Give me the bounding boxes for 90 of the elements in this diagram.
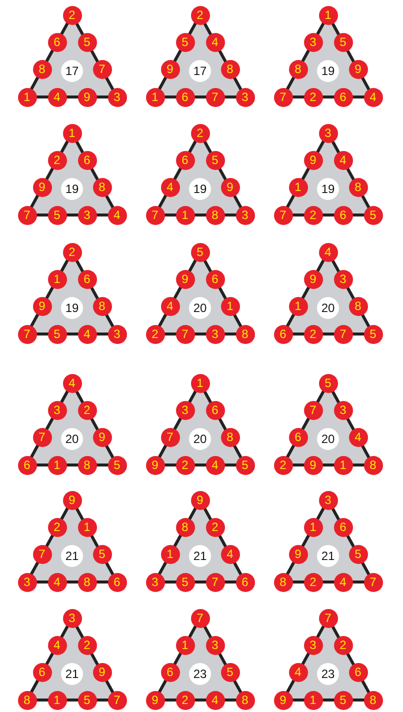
number-circle: 4: [48, 636, 66, 655]
number-circle: 8: [176, 518, 194, 537]
number-circle: 5: [364, 206, 382, 224]
number-circle: 7: [108, 690, 126, 710]
number-circle: 7: [318, 608, 338, 628]
number-circle: 7: [160, 428, 180, 448]
number-circle: 8: [364, 690, 382, 710]
number-circle: 9: [146, 456, 164, 474]
number-circle: 8: [236, 324, 254, 344]
number-circle: 3: [304, 32, 322, 52]
number-circle: 2: [190, 124, 210, 142]
number-circle: 5: [364, 324, 382, 344]
number-circle: 8: [364, 456, 382, 474]
number-circle: 9: [32, 297, 52, 316]
number-circle: 7: [274, 88, 292, 106]
number-circle: 7: [18, 324, 36, 344]
number-circle: 9: [304, 150, 322, 170]
number-circle: 6: [48, 32, 66, 52]
number-circle: 6: [236, 572, 254, 592]
number-circle: 7: [18, 206, 36, 224]
number-circle: 9: [176, 270, 194, 289]
number-circle: 1: [18, 88, 36, 106]
number-circle: 4: [160, 178, 180, 198]
number-circle: 9: [146, 690, 164, 710]
number-circle: 9: [190, 490, 210, 510]
number-circle: 4: [108, 206, 126, 224]
number-circle: 6: [176, 150, 194, 170]
number-circle: 6: [32, 663, 52, 682]
number-circle: 7: [304, 400, 322, 420]
number-circle: 3: [176, 400, 194, 420]
number-circle: 8: [288, 60, 308, 80]
number-circle: 2: [48, 518, 66, 537]
number-circle: 3: [62, 608, 82, 628]
number-circle: 1: [48, 270, 66, 289]
number-circle: 1: [190, 374, 210, 392]
number-circle: 8: [18, 690, 36, 710]
number-circle: 3: [48, 400, 66, 420]
number-circle: 6: [288, 428, 308, 448]
number-circle: 8: [274, 572, 292, 592]
number-circle: 7: [364, 572, 382, 592]
number-circle: 9: [62, 490, 82, 510]
number-circle: 3: [236, 206, 254, 224]
number-circle: 1: [146, 88, 164, 106]
number-circle: 4: [160, 297, 180, 316]
number-circle: 2: [190, 6, 210, 24]
number-circle: 5: [190, 242, 210, 262]
number-circle: 4: [364, 88, 382, 106]
number-circle: 4: [318, 242, 338, 262]
number-circle: 3: [304, 636, 322, 655]
number-circle: 6: [160, 663, 180, 682]
number-circle: 7: [32, 428, 52, 448]
number-circle: 9: [32, 178, 52, 198]
number-circle: 2: [274, 456, 292, 474]
number-circle: 2: [146, 324, 164, 344]
number-circle: 1: [288, 178, 308, 198]
number-circle: 3: [108, 324, 126, 344]
number-circle: 6: [18, 456, 36, 474]
number-circle: 1: [160, 545, 180, 564]
number-circle: 9: [160, 60, 180, 80]
number-circle: 1: [62, 124, 82, 142]
number-circle: 3: [146, 572, 164, 592]
number-circle: 8: [32, 60, 52, 80]
number-circle: 2: [62, 242, 82, 262]
number-circle: 1: [304, 518, 322, 537]
number-circle: 4: [288, 663, 308, 682]
number-circle: 5: [176, 32, 194, 52]
number-circle: 3: [18, 572, 36, 592]
number-circle: 3: [236, 88, 254, 106]
number-circle: 7: [32, 545, 52, 564]
number-circle: 5: [318, 374, 338, 392]
number-circle: 8: [236, 690, 254, 710]
number-circle: 2: [48, 150, 66, 170]
number-circle: 6: [274, 324, 292, 344]
number-circle: 3: [108, 88, 126, 106]
number-circle: 5: [108, 456, 126, 474]
number-circle: 3: [318, 124, 338, 142]
number-circle: 9: [274, 690, 292, 710]
number-circle: 7: [146, 206, 164, 224]
number-circle: 2: [62, 6, 82, 24]
number-circle: 3: [318, 490, 338, 510]
number-circle: 4: [62, 374, 82, 392]
number-circle: 7: [190, 608, 210, 628]
number-circle: 6: [108, 572, 126, 592]
number-circle: 5: [236, 456, 254, 474]
number-circle: 1: [318, 6, 338, 24]
number-circle: 1: [288, 297, 308, 316]
number-circle: 9: [288, 545, 308, 564]
number-circle: 1: [176, 636, 194, 655]
number-circle: 7: [274, 206, 292, 224]
number-circle: 9: [304, 270, 322, 289]
